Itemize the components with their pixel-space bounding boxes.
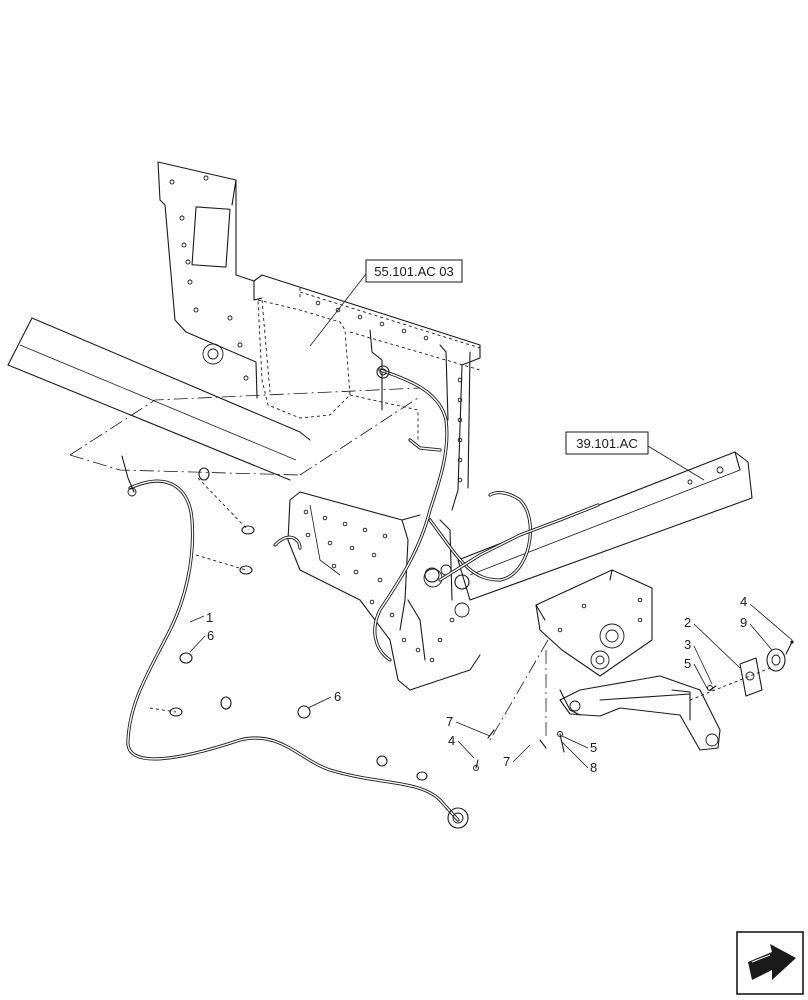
reference-leader-55101ac03 [309, 273, 367, 347]
callout-6a: 6 [207, 628, 214, 643]
hitch-assembly [535, 569, 721, 751]
svg-text:55.101.AC 03: 55.101.AC 03 [374, 264, 454, 279]
callout-1: 1 [206, 610, 213, 625]
callout-5a: 5 [590, 740, 597, 755]
reference-box-39101ac[interactable]: 39.101.AC [565, 431, 649, 455]
svg-text:39.101.AC: 39.101.AC [576, 436, 637, 451]
callout-7b: 7 [503, 754, 510, 769]
tongue-arm [457, 451, 753, 601]
bulkhead-panel [157, 161, 481, 511]
cable-ties [149, 467, 428, 781]
main-beam [7, 317, 421, 481]
panel-holes [169, 175, 249, 381]
callout-9: 9 [740, 615, 747, 630]
wiring-harness [121, 365, 600, 829]
callout-5b: 5 [684, 656, 691, 671]
callout-4b: 4 [740, 594, 747, 609]
lower-bracket [287, 491, 481, 691]
harness-plug-connector [447, 807, 469, 829]
frame-rivets [315, 300, 463, 483]
reference-leader-39101ac [647, 445, 705, 481]
bracket-holes [303, 509, 455, 663]
lamp-parts [473, 639, 794, 771]
callout-6b: 6 [334, 689, 341, 704]
item-callouts: 1 6 6 7 4 7 5 8 2 3 5 4 9 [189, 594, 793, 775]
callout-2: 2 [684, 615, 691, 630]
reference-box-55101ac03[interactable]: 55.101.AC 03 [365, 259, 463, 283]
callout-3: 3 [684, 637, 691, 652]
callout-7a: 7 [446, 714, 453, 729]
callout-8: 8 [590, 760, 597, 775]
next-page-arrow-icon[interactable] [736, 931, 804, 995]
callout-4a: 4 [448, 733, 455, 748]
